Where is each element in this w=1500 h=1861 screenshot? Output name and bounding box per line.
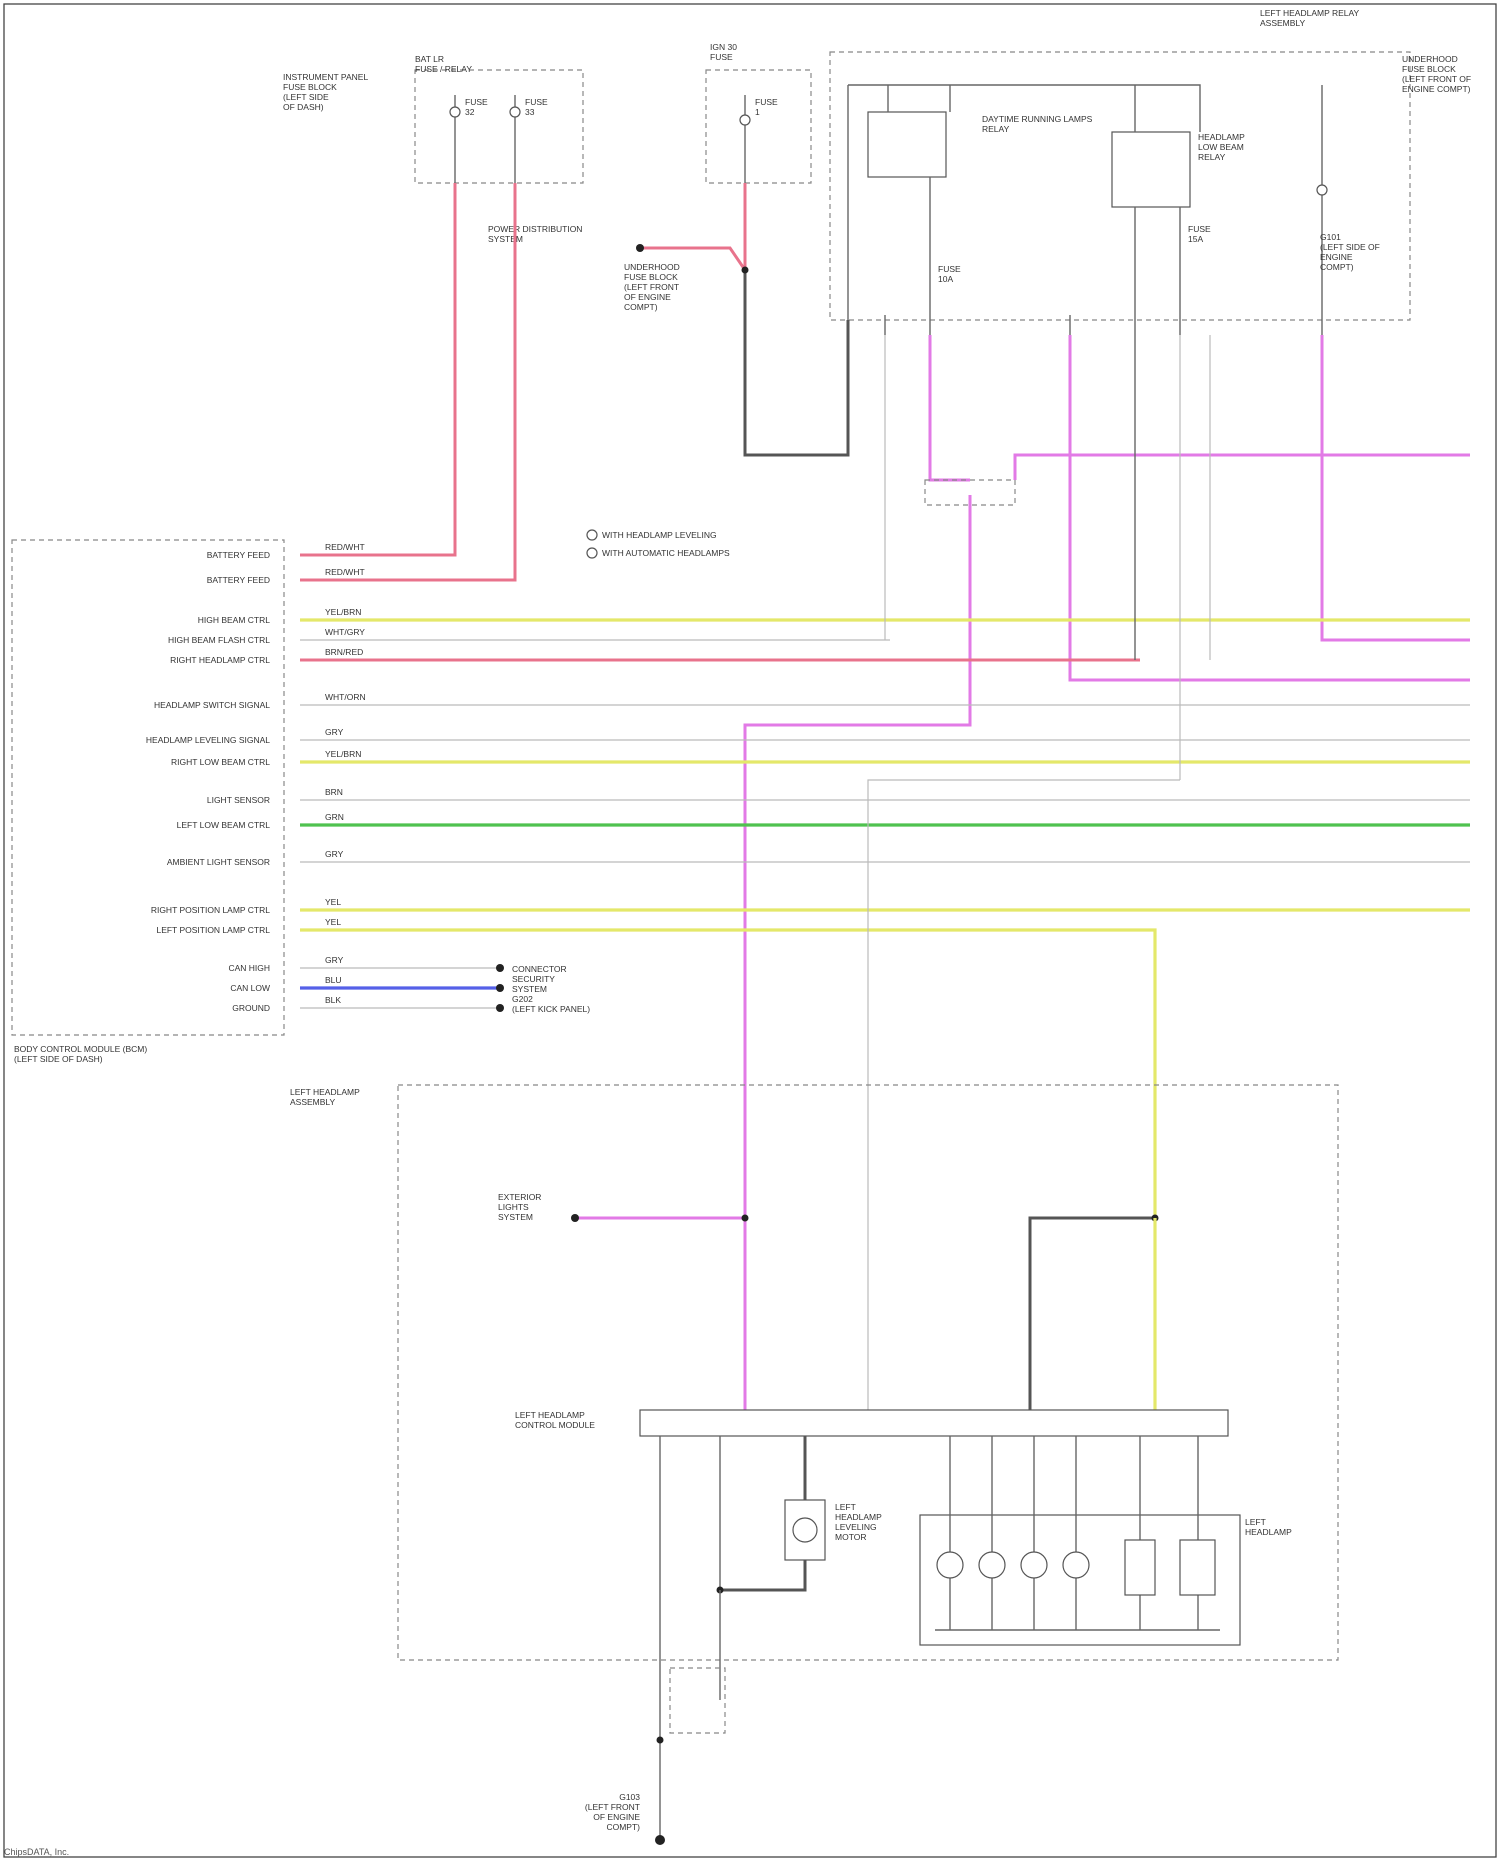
bcm-wire-11: GRY <box>325 849 344 859</box>
bcm-legend: WITH HEADLAMP LEVELING WITH AUTOMATIC HE… <box>587 530 730 558</box>
bcm-pin-9: LIGHT SENSOR <box>207 795 270 805</box>
bcm-wire-16: BLK <box>325 995 341 1005</box>
bcm-wire-3: YEL/BRN <box>325 607 361 617</box>
bcm-wire-8: YEL/BRN <box>325 749 361 759</box>
bcm-pin-7: HEADLAMP LEVELING SIGNAL <box>146 735 270 745</box>
bcm-pin-1: BATTERY FEED <box>207 550 270 560</box>
headlamp-relay <box>1112 132 1190 207</box>
bcm-pin-6: HEADLAMP SWITCH SIGNAL <box>154 700 270 710</box>
headlamp-control-module <box>640 1410 1228 1436</box>
bcm-wire-15: BLU <box>325 975 342 985</box>
bcm-wire-4: WHT/GRY <box>325 627 365 637</box>
bcm-pin-2: BATTERY FEED <box>207 575 270 585</box>
bcm-pin-11: AMBIENT LIGHT SENSOR <box>167 857 270 867</box>
bcm-pin-10: LEFT LOW BEAM CTRL <box>177 820 271 830</box>
bcm-pin-8: RIGHT LOW BEAM CTRL <box>171 757 270 767</box>
bcm-pin-16: GROUND <box>232 1003 270 1013</box>
legend-item-2: WITH AUTOMATIC HEADLAMPS <box>602 548 730 558</box>
daytime-relay <box>868 112 946 177</box>
bcm-pin-13: LEFT POSITION LAMP CTRL <box>156 925 270 935</box>
bcm: BODY CONTROL MODULE (BCM)(LEFT SIDE OF D… <box>12 530 730 1064</box>
bcm-wire-7: GRY <box>325 727 344 737</box>
bcm-title: BODY CONTROL MODULE (BCM)(LEFT SIDE OF D… <box>14 1044 147 1064</box>
bcm-wire-labels: RED/WHT RED/WHT YEL/BRN WHT/GRY BRN/RED … <box>325 542 366 1005</box>
bcm-pin-15: CAN LOW <box>230 983 270 993</box>
bcm-wire-6: WHT/ORN <box>325 692 366 702</box>
bcm-wire-12: YEL <box>325 897 341 907</box>
bcm-wire-2: RED/WHT <box>325 567 365 577</box>
bcm-pin-4: HIGH BEAM FLASH CTRL <box>168 635 270 645</box>
bcm-pin-labels: BATTERY FEED BATTERY FEED HIGH BEAM CTRL… <box>146 550 270 1013</box>
bcm-wire-13: YEL <box>325 917 341 927</box>
bcm-pin-5: RIGHT HEADLAMP CTRL <box>170 655 270 665</box>
bcm-wire-10: GRN <box>325 812 344 822</box>
bcm-wire-1: RED/WHT <box>325 542 365 552</box>
bcm-wire-5: BRN/RED <box>325 647 363 657</box>
bcm-wire-9: BRN <box>325 787 343 797</box>
copyright-footer: ChipsDATA, Inc. <box>4 1847 69 1857</box>
bcm-wire-14: GRY <box>325 955 344 965</box>
bcm-pin-12: RIGHT POSITION LAMP CTRL <box>151 905 270 915</box>
bcm-pin-3: HIGH BEAM CTRL <box>198 615 271 625</box>
legend-item-1: WITH HEADLAMP LEVELING <box>602 530 717 540</box>
bcm-pin-14: CAN HIGH <box>228 963 270 973</box>
